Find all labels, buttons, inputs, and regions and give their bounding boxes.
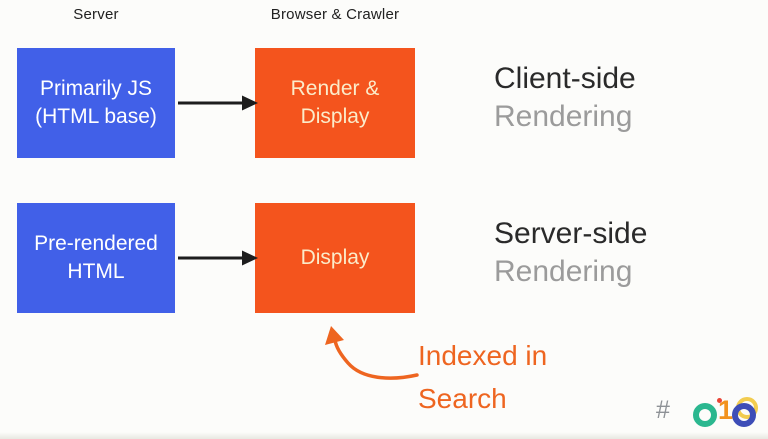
io18-one-glyph: 1 <box>718 395 734 425</box>
flow-arrow-row2 <box>178 250 258 266</box>
io18-o-glyph <box>693 403 717 427</box>
server-box-server-side: Pre-rendered HTML <box>17 203 175 313</box>
video-bottom-edge <box>0 432 768 439</box>
indexed-in-search-note: Indexed in Search <box>418 334 547 420</box>
io18-logo: # 1 <box>656 393 758 433</box>
column-label-browser-crawler: Browser & Crawler <box>270 6 400 23</box>
indexed-in-search-note-line2: Search <box>418 383 507 414</box>
io18-one-dot <box>717 398 722 403</box>
io18-eight-glyph <box>732 403 756 427</box>
caption-client-side-subtitle: Rendering <box>494 100 633 133</box>
server-box-client-side: Primarily JS (HTML base) <box>17 48 175 158</box>
indexed-in-search-note-line1: Indexed in <box>418 340 548 371</box>
flow-arrow-row1 <box>178 95 258 111</box>
indexed-arrow-head <box>325 326 344 345</box>
caption-server-side-subtitle: Rendering <box>494 255 633 288</box>
indexed-arrow-curve <box>333 338 419 380</box>
column-label-server: Server <box>73 6 119 23</box>
indexed-arrow <box>325 326 419 380</box>
caption-client-side-title: Client-side <box>494 62 636 95</box>
caption-client-side: Client-side Rendering <box>494 60 636 136</box>
browser-box-display: Display <box>255 203 415 313</box>
caption-server-side: Server-side Rendering <box>494 215 647 291</box>
browser-box-render-display: Render & Display <box>255 48 415 158</box>
caption-server-side-title: Server-side <box>494 217 648 250</box>
io18-hash-glyph: # <box>656 396 670 424</box>
